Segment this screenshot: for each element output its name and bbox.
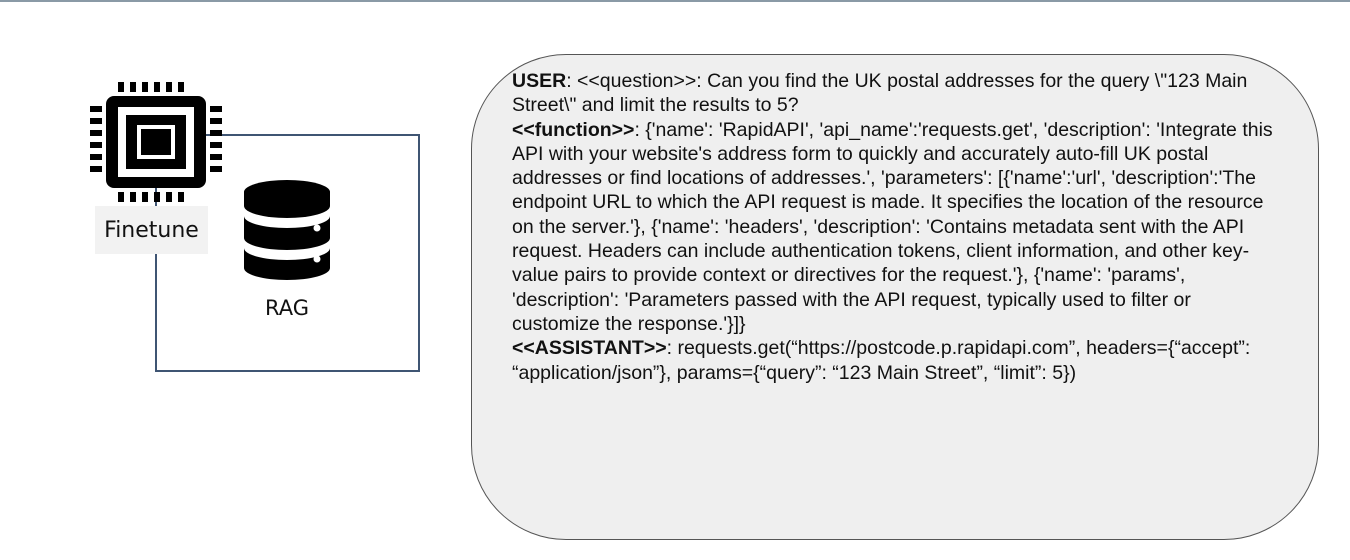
function-turn: <<function>>: {'name': 'RapidAPI', 'api_… <box>512 118 1278 337</box>
finetune-label: Finetune <box>95 206 208 254</box>
assistant-call-text: : requests.get(“https://postcode.p.rapid… <box>512 337 1251 384</box>
user-question-text: : <<question>>: Can you find the UK post… <box>512 70 1248 117</box>
function-label: <<function>> <box>512 118 635 141</box>
database-icon <box>244 180 330 280</box>
example-prompt-bubble: USER: <<question>>: Can you find the UK … <box>471 54 1319 540</box>
rag-label: RAG <box>264 296 309 320</box>
assistant-turn: <<ASSISTANT>>: requests.get(“https://pos… <box>512 336 1278 385</box>
top-divider <box>0 0 1350 2</box>
cpu-chip-icon <box>90 82 222 202</box>
user-label: USER <box>512 70 567 92</box>
user-turn: USER: <<question>>: Can you find the UK … <box>512 69 1278 118</box>
function-spec-text: : {'name': 'RapidAPI', 'api_name':'reque… <box>512 118 1273 335</box>
assistant-label: <<ASSISTANT>> <box>512 337 667 360</box>
